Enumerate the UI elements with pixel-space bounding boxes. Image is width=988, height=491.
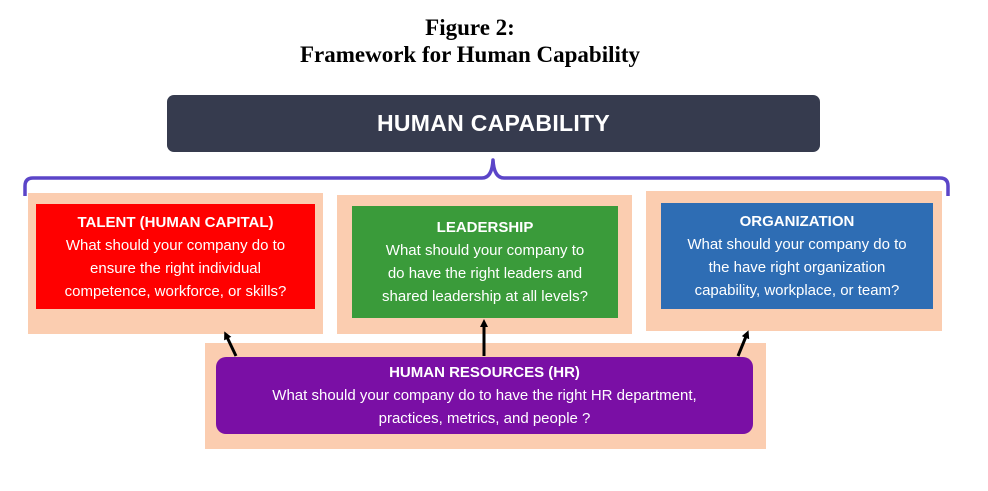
arrow-to-talent [224,331,238,357]
organization-text-line: the have right organization [708,259,886,276]
talent-box: TALENT (HUMAN CAPITAL) What should your … [36,204,315,309]
human-capability-label: HUMAN CAPABILITY [376,110,611,136]
brace-bracket [23,158,950,196]
organization-text-line: What should your company do to [687,236,907,253]
hr-heading: HUMAN RESOURCES (HR) [389,364,580,381]
arrow-to-organization [736,330,750,357]
leadership-text-line: do have the right leaders and [387,265,583,282]
leadership-text-line: What should your company to [385,242,585,259]
organization-box: ORGANIZATION What should your company do… [661,203,933,309]
organization-text-line: capability, workplace, or team? [694,282,900,299]
talent-text-line: What should your company do to [65,236,286,254]
talent-text-line: ensure the right individual [90,259,261,277]
hr-text-line: practices, metrics, and people ? [378,410,591,427]
figure-title: Figure 2: Framework for Human Capability [0,14,940,68]
leadership-text-line: shared leadership at all levels? [382,288,588,305]
human-capability-bar: HUMAN CAPABILITY [167,95,820,152]
organization-heading: ORGANIZATION [739,213,855,230]
leadership-heading: LEADERSHIP [436,219,534,236]
hr-box: HUMAN RESOURCES (HR) What should your co… [216,357,753,434]
talent-text-line: competence, workforce, or skills? [64,282,287,300]
talent-heading: TALENT (HUMAN CAPITAL) [77,213,274,231]
figure-caption: Framework for Human Capability [299,42,641,67]
figure-number: Figure 2: [425,15,515,40]
hr-text-line: What should your company do to have the … [272,387,697,404]
leadership-box: LEADERSHIP What should your company to d… [352,206,618,318]
